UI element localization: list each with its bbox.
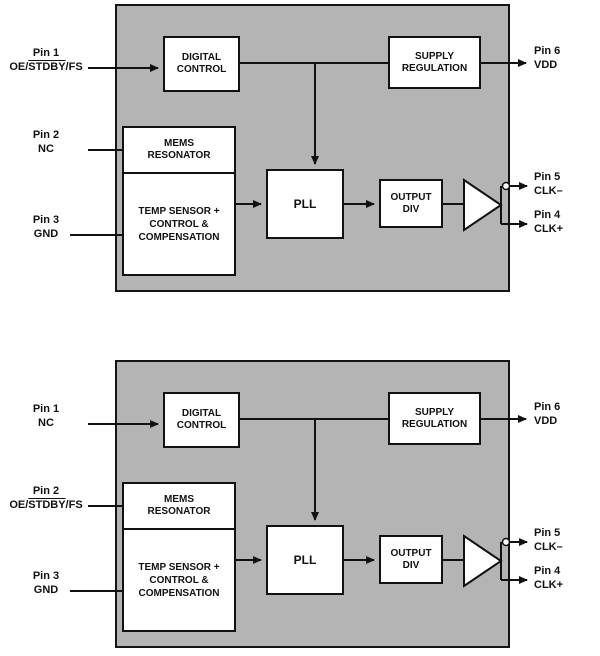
inversion-bubble [501,537,511,547]
pin-number: Pin 5 [534,171,561,183]
block-diagram-bottom: DIGITAL CONTROL SUPPLY REGULATION MEMS R… [0,356,600,656]
mems-block: MEMS RESONATOR TEMP SENSOR + CONTROL & C… [122,126,236,276]
pin-function: VDD [534,415,558,427]
pin-function-overline-text: STDBY [28,61,66,73]
pin-number: Pin 5 [534,527,561,539]
mems-block: MEMS RESONATOR TEMP SENSOR + CONTROL & C… [122,482,236,632]
pin-6-label: Pin 6 VDD [534,44,596,72]
pin-function-text: GND [33,584,59,596]
pin-function: OE/STDBY/FS [2,498,90,512]
pll-block: PLL [266,169,344,239]
pll-block: PLL [266,525,344,595]
pin-function: CLK– [534,541,563,553]
output-div-block: OUTPUT DIV [379,179,443,228]
pin-number: Pin 2 [32,485,60,497]
pin-number: Pin 6 [534,45,561,57]
pin-function: CLK+ [534,223,564,235]
connector-lines [70,415,528,592]
pin-number: Pin 3 [32,214,60,226]
pin-number: Pin 1 [32,47,60,59]
pin-5-label: Pin 5 CLK– [534,170,596,198]
pin-number: Pin 2 [32,129,60,141]
pin-function-text: NC [38,143,54,155]
pin-number: Pin 1 [32,403,60,415]
pin-6-label: Pin 6 VDD [534,400,596,428]
pin-2-label: Pin 2 NC [2,128,90,156]
pin-5-label: Pin 5 CLK– [534,526,596,554]
pin-function-text: NC [38,417,54,429]
block-diagram-top: DIGITAL CONTROL SUPPLY REGULATION MEMS R… [0,0,600,300]
digital-control-block: DIGITAL CONTROL [163,392,240,448]
pin-1-label: Pin 1 NC [2,402,90,430]
digital-control-block: DIGITAL CONTROL [163,36,240,92]
pin-4-label: Pin 4 CLK+ [534,564,596,592]
pin-function-text: OE/ [9,61,29,73]
pin-4-label: Pin 4 CLK+ [534,208,596,236]
pin-function: CLK+ [534,579,564,591]
inversion-bubble [501,181,511,191]
pin-2-label: Pin 2 OE/STDBY/FS [2,484,90,512]
pin-function: VDD [534,59,558,71]
output-buffer-triangle [463,534,503,588]
pin-3-label: Pin 3 GND [2,569,90,597]
pin-number: Pin 6 [534,401,561,413]
pin-number: Pin 4 [534,209,561,221]
pin-function: OE/STDBY/FS [2,60,90,74]
pin-function: GND [2,227,90,241]
pin-function: GND [2,583,90,597]
supply-regulation-block: SUPPLY REGULATION [388,392,481,445]
supply-regulation-block: SUPPLY REGULATION [388,36,481,89]
connector-lines [70,59,528,236]
pin-number: Pin 4 [534,565,561,577]
pin-function: NC [2,416,90,430]
pin-function-text: /FS [65,61,83,73]
pin-function-text: GND [33,228,59,240]
pin-3-label: Pin 3 GND [2,213,90,241]
pin-function-overline-text: STDBY [28,499,66,511]
pin-function-text: OE/ [9,499,29,511]
pin-1-label: Pin 1 OE/STDBY/FS [2,46,90,74]
pin-function-text: /FS [65,499,83,511]
temp-sensor-block: TEMP SENSOR + CONTROL & COMPENSATION [138,205,220,243]
mems-resonator-block: MEMS RESONATOR [124,484,234,530]
pin-function: NC [2,142,90,156]
pin-function: CLK– [534,185,563,197]
temp-sensor-block: TEMP SENSOR + CONTROL & COMPENSATION [138,561,220,599]
mems-resonator-block: MEMS RESONATOR [124,128,234,174]
pin-number: Pin 3 [32,570,60,582]
output-div-block: OUTPUT DIV [379,535,443,584]
output-buffer-triangle [463,178,503,232]
